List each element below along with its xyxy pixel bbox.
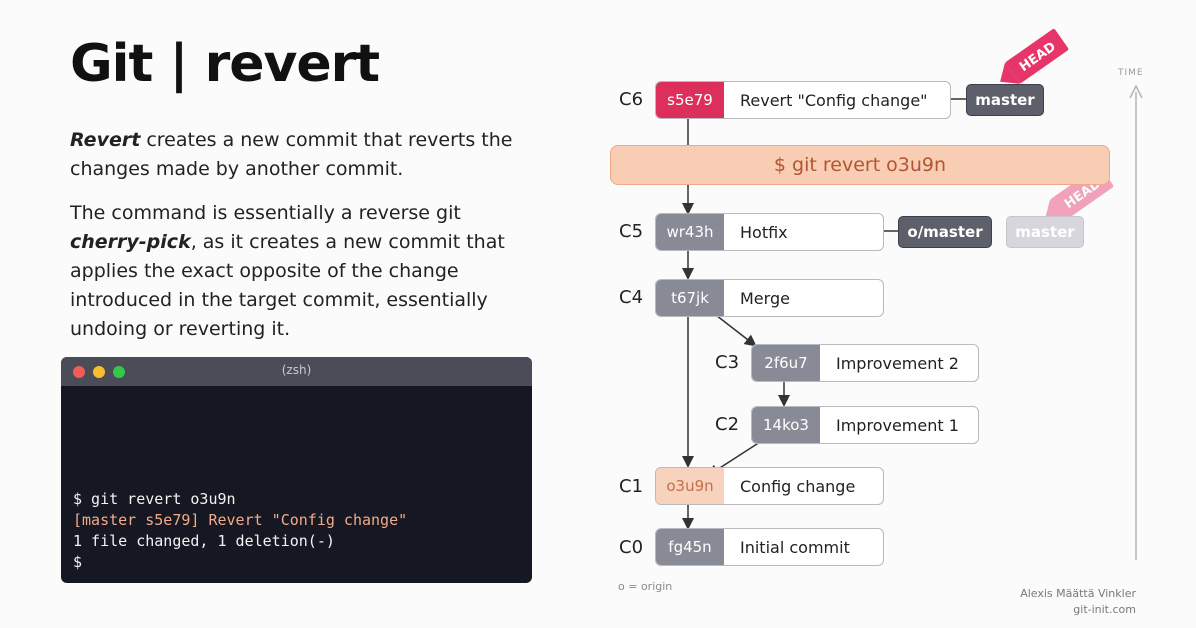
description-text-2b: , as it creates a new commit that applie… — [70, 231, 505, 340]
commit-hash: s5e79 — [656, 82, 724, 118]
commit-label-c5: C5 — [619, 221, 644, 242]
git-revert-command-banner: $ git revert o3u9n — [610, 145, 1110, 185]
branch-origin-master[interactable]: o/master — [898, 216, 992, 248]
close-window-icon[interactable] — [73, 366, 85, 378]
commit-message: Hotfix — [740, 222, 788, 242]
commit-label-c0: C0 — [619, 537, 644, 558]
commit-hash: wr43h — [656, 214, 724, 250]
commit-c5[interactable]: wr43h Hotfix — [655, 213, 884, 251]
commit-hash: 2f6u7 — [752, 345, 820, 381]
maximize-window-icon[interactable] — [113, 366, 125, 378]
commit-hash: t67jk — [656, 280, 724, 316]
commit-label-c6: C6 — [619, 89, 644, 110]
commit-hash: fg45n — [656, 529, 724, 565]
branch-master[interactable]: master — [966, 84, 1044, 116]
slide-title: Git | revert — [70, 34, 380, 94]
commit-c0[interactable]: fg45n Initial commit — [655, 528, 884, 566]
origin-legend: o = origin — [618, 580, 673, 593]
terminal-output-line-2: 1 file changed, 1 deletion(-) — [73, 532, 335, 550]
description-text-1: creates a new commit that reverts the ch… — [70, 129, 513, 180]
commit-c1[interactable]: o3u9n Config change — [655, 467, 884, 505]
commit-label-c3: C3 — [715, 352, 740, 373]
author-name: Alexis Määttä Vinkler — [1020, 587, 1136, 600]
credit: Alexis Määttä Vinkler git-init.com — [1020, 586, 1136, 618]
branch-old-master: master — [1006, 216, 1084, 248]
terminal-prompt: $ — [73, 553, 83, 571]
commit-message: Improvement 2 — [836, 353, 959, 373]
commit-c6[interactable]: s5e79 Revert "Config change" — [655, 81, 951, 119]
terminal-window: (zsh) $ git revert o3u9n [master s5e79] … — [61, 357, 532, 583]
commit-message: Merge — [740, 288, 790, 308]
description-paragraph-2: The command is essentially a reverse git… — [70, 199, 540, 344]
commit-message: Initial commit — [740, 537, 850, 557]
commit-label-c1: C1 — [619, 476, 644, 497]
terminal-output-line-1: [master s5e79] Revert "Config change" — [73, 511, 408, 529]
commit-hash: 14ko3 — [752, 407, 820, 443]
emphasis-cherry-pick: cherry-pick — [70, 231, 191, 253]
terminal-title: (zsh) — [281, 363, 312, 377]
emphasis-revert: Revert — [70, 129, 141, 151]
terminal-command-line: $ git revert o3u9n — [73, 490, 236, 508]
commit-hash: o3u9n — [656, 468, 724, 504]
time-axis-label: TIME — [1118, 68, 1144, 78]
description-text-2a: The command is essentially a reverse git — [70, 202, 461, 224]
description-paragraph-1: Revert creates a new commit that reverts… — [70, 126, 540, 184]
commit-c4[interactable]: t67jk Merge — [655, 279, 884, 317]
commit-message: Config change — [740, 476, 856, 496]
minimize-window-icon[interactable] — [93, 366, 105, 378]
commit-label-c4: C4 — [619, 287, 644, 308]
commit-message: Revert "Config change" — [740, 90, 928, 110]
commit-label-c2: C2 — [715, 414, 740, 435]
commit-message: Improvement 1 — [836, 415, 959, 435]
commit-c3[interactable]: 2f6u7 Improvement 2 — [751, 344, 979, 382]
terminal-output[interactable]: $ git revert o3u9n [master s5e79] Revert… — [73, 489, 407, 573]
commit-c2[interactable]: 14ko3 Improvement 1 — [751, 406, 979, 444]
site-link[interactable]: git-init.com — [1073, 603, 1136, 616]
terminal-title-bar: (zsh) — [61, 357, 532, 386]
